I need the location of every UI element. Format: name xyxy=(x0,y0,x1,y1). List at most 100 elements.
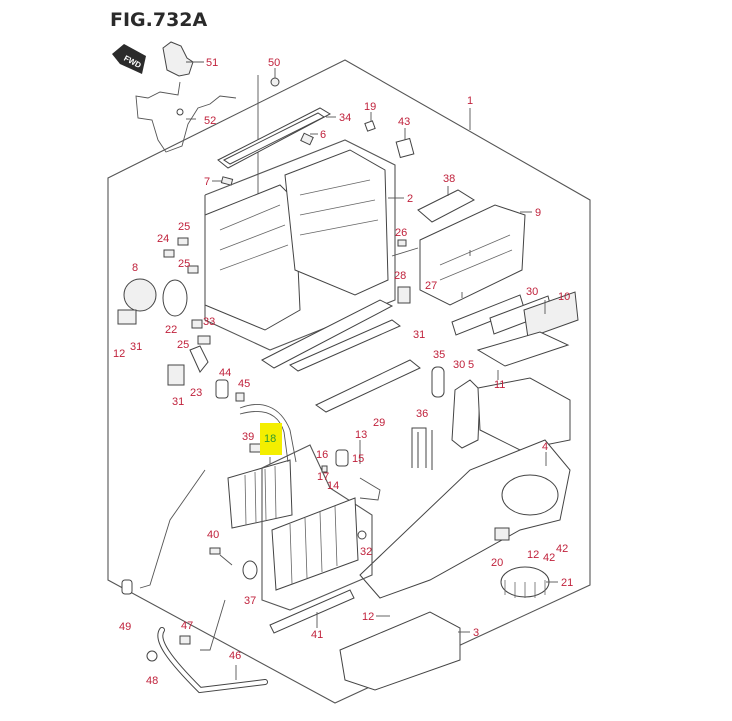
part-18-pipe-a[interactable] xyxy=(239,404,297,463)
callout-20[interactable]: 20 xyxy=(491,557,503,569)
part-38-gasket[interactable] xyxy=(417,189,476,223)
part-28-rod[interactable] xyxy=(391,247,419,257)
callout-50[interactable]: 50 xyxy=(268,57,280,69)
callout-12-a[interactable]: 12 xyxy=(113,348,125,360)
part-32-sensor[interactable] xyxy=(357,530,367,540)
part-3-lower-case[interactable] xyxy=(339,611,461,691)
callout-13[interactable]: 13 xyxy=(355,429,367,441)
part-46-drain-hose[interactable] xyxy=(157,627,268,694)
part-51-actuator[interactable] xyxy=(162,41,194,77)
callout-37[interactable]: 37 xyxy=(244,595,256,607)
callout-31-b[interactable]: 31 xyxy=(172,396,184,408)
callout-44[interactable]: 44 xyxy=(219,367,231,379)
callout-47[interactable]: 47 xyxy=(181,620,193,632)
callout-31-a[interactable]: 31 xyxy=(130,341,142,353)
callout-36[interactable]: 36 xyxy=(416,408,428,420)
part-41-seal-strip[interactable] xyxy=(269,589,355,634)
part-6-fastener[interactable] xyxy=(300,132,314,146)
callout-32[interactable]: 32 xyxy=(360,546,372,558)
callout-16[interactable]: 16 xyxy=(316,449,328,461)
callout-35[interactable]: 35 xyxy=(433,349,445,361)
callout-29[interactable]: 29 xyxy=(373,417,385,429)
callout-3[interactable]: 3 xyxy=(473,627,479,639)
part-52-wire-harness[interactable] xyxy=(135,81,237,153)
callout-25-b[interactable]: 25 xyxy=(178,258,190,270)
callout-21[interactable]: 21 xyxy=(561,577,573,589)
part-45-clip[interactable] xyxy=(235,392,245,402)
callout-52[interactable]: 52 xyxy=(204,115,216,127)
callout-24[interactable]: 24 xyxy=(157,233,169,245)
part-20-resistor[interactable] xyxy=(494,527,510,541)
callout-17[interactable]: 17 xyxy=(317,471,329,483)
callout-30-b[interactable]: 30 xyxy=(453,359,465,371)
callout-14[interactable]: 14 xyxy=(327,480,339,492)
part-35-seal[interactable] xyxy=(431,366,445,398)
callout-40[interactable]: 40 xyxy=(207,529,219,541)
part-50-nut[interactable] xyxy=(270,77,280,87)
callout-7[interactable]: 7 xyxy=(204,176,210,188)
part-49-clamp[interactable] xyxy=(121,579,133,595)
part-15-expansion-valve[interactable] xyxy=(359,477,381,501)
part-25-clip-b[interactable] xyxy=(187,265,199,274)
callout-43[interactable]: 43 xyxy=(398,116,410,128)
part-40-clip[interactable] xyxy=(209,547,221,555)
part-34-defroster-duct[interactable] xyxy=(217,107,332,169)
part-26-clip[interactable] xyxy=(397,239,407,247)
callout-18-selected[interactable]: 18 xyxy=(264,433,276,445)
part-23-lever[interactable] xyxy=(189,345,209,373)
part-44-seal[interactable] xyxy=(215,379,229,399)
callout-48[interactable]: 48 xyxy=(146,675,158,687)
callout-27[interactable]: 27 xyxy=(425,280,437,292)
part-31-actuator-a[interactable] xyxy=(117,309,137,325)
callout-51[interactable]: 51 xyxy=(206,57,218,69)
callout-12-b[interactable]: 12 xyxy=(527,549,539,561)
part-21-blower-motor-fan[interactable] xyxy=(500,566,550,598)
part-22-link-gear[interactable] xyxy=(162,279,188,317)
callout-25-c[interactable]: 25 xyxy=(177,339,189,351)
part-16-receiver[interactable] xyxy=(335,449,349,467)
callout-28[interactable]: 28 xyxy=(394,270,406,282)
callout-10[interactable]: 10 xyxy=(558,291,570,303)
part-evaporator-core[interactable] xyxy=(271,497,359,591)
callout-39[interactable]: 39 xyxy=(242,431,254,443)
part-9-intake-housing[interactable] xyxy=(419,204,526,306)
part-5-duct[interactable] xyxy=(451,379,481,449)
part-43-filter-pad[interactable] xyxy=(395,137,415,159)
callout-1[interactable]: 1 xyxy=(467,95,473,107)
part-33-motor[interactable] xyxy=(191,319,203,329)
callout-45[interactable]: 45 xyxy=(238,378,250,390)
part-31-actuator-b[interactable] xyxy=(167,364,185,386)
callout-5[interactable]: 5 xyxy=(468,359,474,371)
callout-6[interactable]: 6 xyxy=(320,129,326,141)
callout-8[interactable]: 8 xyxy=(132,262,138,274)
callout-49[interactable]: 49 xyxy=(119,621,131,633)
callout-22[interactable]: 22 xyxy=(165,324,177,336)
part-4-blower-upper[interactable] xyxy=(477,377,571,451)
callout-11[interactable]: 11 xyxy=(494,379,505,391)
part-7-fastener[interactable] xyxy=(220,176,234,186)
part-29-mode-doors[interactable] xyxy=(261,299,421,413)
part-2-heater-case[interactable] xyxy=(204,149,389,331)
callout-2[interactable]: 2 xyxy=(407,193,413,205)
callout-30-a[interactable]: 30 xyxy=(526,286,538,298)
callout-23[interactable]: 23 xyxy=(190,387,202,399)
callout-38[interactable]: 38 xyxy=(443,173,455,185)
callout-34[interactable]: 34 xyxy=(339,112,351,124)
callout-33[interactable]: 33 xyxy=(203,316,215,328)
part-36-duct[interactable] xyxy=(411,427,433,470)
part-25-clip-c[interactable] xyxy=(197,335,211,345)
part-19-clip[interactable] xyxy=(364,120,376,132)
callout-42-a[interactable]: 42 xyxy=(543,552,555,564)
part-evaporator-upper[interactable] xyxy=(227,459,293,529)
part-4-blower-case[interactable] xyxy=(359,439,571,599)
part-8-mode-actuator[interactable] xyxy=(123,278,157,312)
callout-25-a[interactable]: 25 xyxy=(178,221,190,233)
part-31-actuator-c[interactable] xyxy=(397,286,411,304)
part-10-filter-element[interactable] xyxy=(523,291,579,339)
part-25-clip-a[interactable] xyxy=(177,237,189,246)
callout-9[interactable]: 9 xyxy=(535,207,541,219)
part-11-filter-cover[interactable] xyxy=(476,331,570,367)
part-17-screw[interactable] xyxy=(321,465,328,473)
callout-31-c[interactable]: 31 xyxy=(413,329,425,341)
part-48-clip[interactable] xyxy=(146,650,158,662)
